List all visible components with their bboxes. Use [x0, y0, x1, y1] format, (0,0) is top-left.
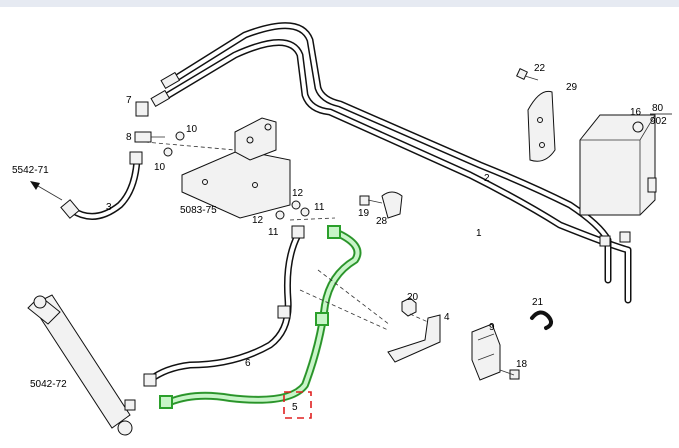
bolt-22[interactable] [516, 68, 539, 81]
fitting-8[interactable] [134, 131, 165, 143]
label-part-4[interactable]: 4 [444, 312, 450, 323]
washers-10-11-12 [163, 131, 310, 220]
bolt-19[interactable] [359, 195, 383, 206]
reference-label-5042-72[interactable]: 5042-72 [30, 379, 67, 390]
label-fraction-80-902[interactable]: 80 902 [650, 103, 672, 127]
reference-label-5083-75[interactable]: 5083-75 [180, 205, 217, 216]
label-part-2[interactable]: 2 [484, 173, 490, 184]
clip-21[interactable] [530, 310, 553, 330]
label-part-5[interactable]: 5 [292, 402, 298, 413]
label-part-18[interactable]: 18 [516, 359, 528, 370]
label-part-28[interactable]: 28 [376, 216, 388, 227]
fitting-7-ends [150, 71, 631, 247]
label-part-1[interactable]: 1 [476, 228, 482, 239]
label-part-29[interactable]: 29 [566, 82, 578, 93]
label-part-11-right[interactable]: 11 [314, 202, 325, 213]
clip-28[interactable] [381, 191, 403, 219]
label-part-6[interactable]: 6 [245, 358, 251, 369]
reference-arrow-5542-71 [30, 181, 63, 201]
bracket-4[interactable] [387, 314, 441, 363]
fraction-denominator: 902 [650, 116, 667, 127]
hose-1[interactable] [156, 39, 632, 304]
label-part-10-lower[interactable]: 10 [154, 162, 166, 173]
label-part-16[interactable]: 16 [630, 107, 642, 118]
label-part-21[interactable]: 21 [532, 297, 544, 308]
label-part-12-left[interactable]: 12 [252, 215, 264, 226]
label-part-7[interactable]: 7 [126, 95, 132, 106]
clamp-9[interactable] [471, 323, 501, 381]
fraction-numerator: 80 [652, 103, 664, 114]
hose-3[interactable] [60, 151, 143, 220]
label-part-10-upper[interactable]: 10 [186, 124, 198, 135]
hose-6[interactable] [143, 225, 305, 387]
mounting-bracket-5083-75[interactable] [181, 117, 291, 219]
bracket-29[interactable] [527, 90, 556, 162]
reference-label-5542-71[interactable]: 5542-71 [12, 165, 49, 176]
label-part-12-right[interactable]: 12 [292, 188, 304, 199]
label-part-19[interactable]: 19 [358, 208, 370, 219]
viewer-top-bar [0, 0, 679, 7]
selection-box [283, 391, 312, 419]
hose-5-highlighted[interactable] [159, 225, 362, 409]
bolt-18[interactable] [499, 369, 520, 380]
label-part-20[interactable]: 20 [407, 292, 419, 303]
label-part-9[interactable]: 9 [489, 322, 495, 333]
fitting-7[interactable] [135, 101, 149, 117]
reservoir-16[interactable] [579, 114, 657, 216]
parts-diagram: 2 1 3 4 5 6 7 8 9 10 10 11 11 12 12 16 1… [12, 22, 672, 436]
cylinder-5042-72[interactable] [27, 294, 136, 436]
nut-20[interactable] [401, 297, 417, 317]
label-part-8[interactable]: 8 [126, 132, 132, 143]
label-part-22[interactable]: 22 [534, 63, 546, 74]
label-part-11-left[interactable]: 11 [268, 227, 279, 238]
label-part-3[interactable]: 3 [106, 202, 112, 213]
